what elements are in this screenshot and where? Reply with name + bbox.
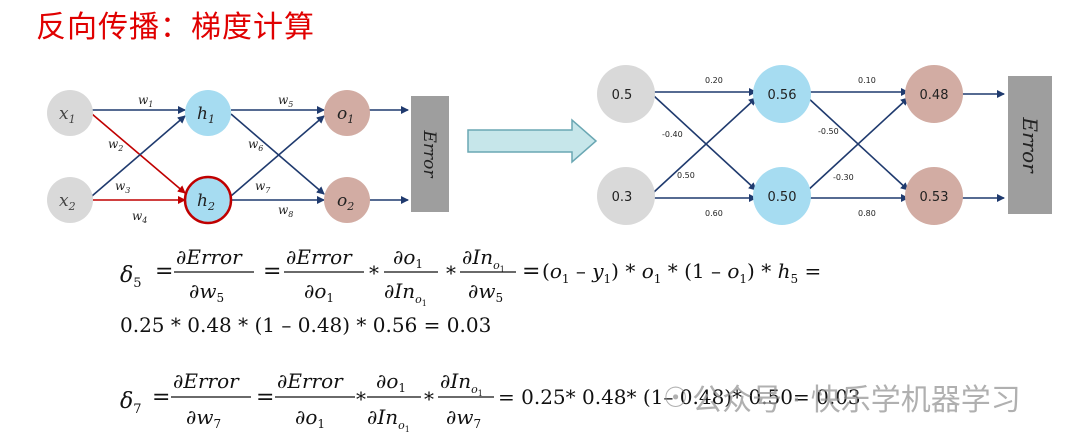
edge-r-h2-o1 bbox=[805, 97, 909, 193]
node-o1-label: o1 bbox=[337, 104, 354, 126]
svg-text:∂Error: ∂Error bbox=[277, 369, 344, 393]
svg-text:∂Error: ∂Error bbox=[176, 245, 243, 269]
edge-w2 bbox=[91, 113, 186, 194]
node-r-in2-value: 0.3 bbox=[612, 190, 633, 205]
node-h1-label: h1 bbox=[197, 104, 215, 126]
weight-label-w3: w3 bbox=[115, 179, 130, 195]
formula-delta5: δ5 = ∂Error ∂w5 = ∂Error ∂o1 * ∂o1 ∂Ino1… bbox=[120, 245, 821, 308]
error-label-right: Error bbox=[1018, 116, 1042, 174]
weight-r-h1-o1: 0.10 bbox=[858, 76, 876, 85]
wechat-icon: ☉ bbox=[663, 380, 689, 414]
node-h1 bbox=[185, 90, 231, 136]
error-box-left bbox=[411, 96, 449, 212]
weight-label-w2: w2 bbox=[108, 137, 123, 153]
svg-text:=: = bbox=[155, 259, 173, 284]
node-r-o2-value: 0.53 bbox=[920, 190, 949, 205]
node-h2-label: h2 bbox=[197, 191, 215, 213]
svg-text:∂o1: ∂o1 bbox=[393, 245, 423, 271]
node-o2-label: o2 bbox=[337, 191, 354, 213]
svg-text:∂Ino1: ∂Ino1 bbox=[384, 279, 427, 308]
node-r-h2 bbox=[753, 167, 811, 225]
weight-label-w1: w1 bbox=[138, 93, 153, 109]
weight-r-in1-h1: 0.20 bbox=[705, 76, 723, 85]
svg-text:=: = bbox=[522, 259, 540, 284]
left-network: w1 w2 w3 w4 w5 w6 w7 w8 x1 x2 h1 h2 o1 o… bbox=[47, 90, 449, 225]
svg-text:∂o1: ∂o1 bbox=[304, 279, 334, 305]
node-r-h2-value: 0.50 bbox=[768, 190, 797, 205]
svg-text:*: * bbox=[356, 387, 366, 411]
edge-w6 bbox=[230, 113, 325, 195]
node-r-in1 bbox=[597, 65, 655, 123]
node-r-o1 bbox=[905, 65, 963, 123]
weight-r-h2-o2: 0.80 bbox=[858, 209, 876, 218]
node-x2 bbox=[47, 177, 93, 223]
right-network: 0.20 -0.40 0.50 0.60 0.10 -0.50 -0.30 0.… bbox=[597, 65, 1052, 225]
svg-text:∂w5: ∂w5 bbox=[468, 279, 503, 305]
node-o2 bbox=[324, 177, 370, 223]
svg-text:∂Ino1: ∂Ino1 bbox=[440, 369, 483, 398]
error-label-left: Error bbox=[419, 129, 439, 178]
edge-r-in2-h1 bbox=[653, 97, 757, 193]
slide-title: 反向传播：梯度计算 bbox=[36, 10, 315, 45]
node-x2-label: x2 bbox=[59, 191, 76, 213]
weight-label-w5: w5 bbox=[278, 93, 293, 109]
svg-text:δ5: δ5 bbox=[120, 263, 142, 291]
svg-text:∂Ino1: ∂Ino1 bbox=[367, 405, 410, 434]
node-r-o1-value: 0.48 bbox=[920, 88, 949, 103]
weight-r-h1-o2: -0.50 bbox=[818, 127, 839, 136]
transition-arrow bbox=[467, 118, 598, 164]
formula-delta7: δ7 = ∂Error ∂w7 = ∂Error ∂o1 * ∂o1 ∂Ino1… bbox=[120, 369, 494, 434]
weight-label-w6: w6 bbox=[248, 137, 263, 153]
node-r-h1-value: 0.56 bbox=[768, 88, 797, 103]
svg-text:∂w5: ∂w5 bbox=[189, 279, 224, 305]
weight-r-h2-o1: -0.30 bbox=[833, 173, 854, 182]
weight-label-w7: w7 bbox=[255, 179, 271, 195]
formula-delta7-result: = 0.25* 0.48* (1– 0.48)* 0.50= 0.03 bbox=[498, 385, 861, 409]
edge-r-in1-h2 bbox=[653, 95, 757, 191]
svg-text:=: = bbox=[256, 385, 274, 410]
watermark-text: 公众号 · 快乐学机器学习 bbox=[692, 383, 1021, 418]
edge-r-h1-o2 bbox=[805, 95, 909, 191]
node-x1-label: x1 bbox=[59, 104, 76, 126]
weight-label-w4: w4 bbox=[132, 209, 147, 225]
edge-w7 bbox=[230, 115, 325, 197]
svg-text:∂o1: ∂o1 bbox=[376, 369, 406, 395]
weight-r-in2-h2: 0.60 bbox=[705, 209, 723, 218]
watermark: ☉ 公众号 · 快乐学机器学习 bbox=[663, 375, 1021, 419]
svg-text:=: = bbox=[263, 259, 281, 284]
formula-delta5-numeric: 0.25 * 0.48 * (1 – 0.48) * 0.56 = 0.03 bbox=[120, 313, 491, 337]
node-h2 bbox=[183, 175, 233, 225]
error-box-right bbox=[1008, 76, 1052, 214]
weight-label-w8: w8 bbox=[278, 203, 293, 219]
svg-text:*: * bbox=[424, 387, 434, 411]
svg-text:δ7: δ7 bbox=[120, 389, 142, 417]
edge-w3 bbox=[91, 115, 186, 197]
svg-text:∂w7: ∂w7 bbox=[446, 405, 481, 431]
node-o1 bbox=[324, 90, 370, 136]
svg-text:*: * bbox=[369, 261, 379, 285]
node-r-in2 bbox=[597, 167, 655, 225]
svg-text:(o1 – y1) * o1 * (1 – o1) * h5: (o1 – y1) * o1 * (1 – o1) * h5 = bbox=[542, 259, 821, 286]
node-r-in1-value: 0.5 bbox=[612, 88, 633, 103]
node-r-o2 bbox=[905, 167, 963, 225]
svg-text:∂Error: ∂Error bbox=[286, 245, 353, 269]
node-x1 bbox=[47, 90, 93, 136]
svg-text:∂o1: ∂o1 bbox=[295, 405, 325, 431]
weight-r-in1-h2: -0.40 bbox=[662, 130, 683, 139]
svg-text:∂Error: ∂Error bbox=[173, 369, 240, 393]
svg-text:=: = bbox=[152, 385, 170, 410]
svg-text:∂Ino1: ∂Ino1 bbox=[462, 245, 505, 274]
node-r-h1 bbox=[753, 65, 811, 123]
svg-text:∂w7: ∂w7 bbox=[186, 405, 221, 431]
svg-text:*: * bbox=[446, 261, 456, 285]
weight-r-in2-h1: 0.50 bbox=[677, 171, 695, 180]
